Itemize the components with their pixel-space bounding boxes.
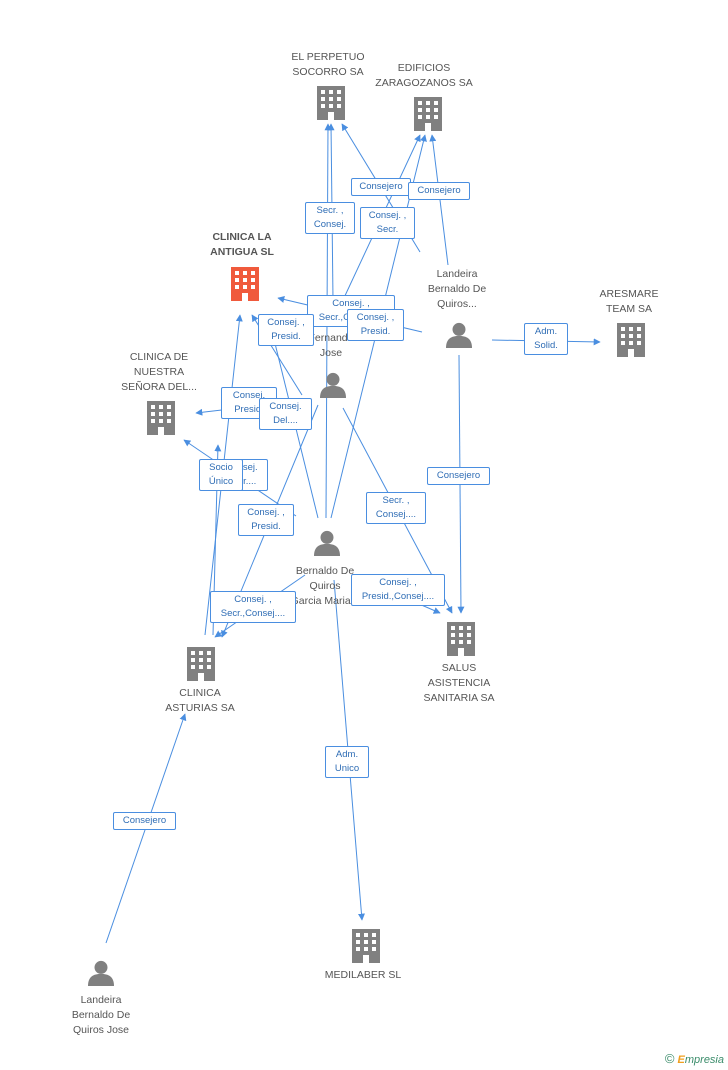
building-icon[interactable]	[187, 647, 215, 681]
edge-label[interactable]: Adm.Unico	[325, 746, 369, 778]
edge-label[interactable]: Secr. ,Consej.	[305, 202, 355, 234]
person-icon[interactable]	[314, 530, 340, 556]
building-icon[interactable]	[147, 401, 175, 435]
edge-label[interactable]: Consej. ,Presid.	[238, 504, 294, 536]
edge-label[interactable]: Consej. ,Presid.	[258, 314, 314, 346]
edge-label[interactable]: Consej. ,Secr.,Consej....	[210, 591, 296, 623]
building-icon[interactable]	[447, 622, 475, 656]
edge-label[interactable]: Consejero	[113, 812, 176, 830]
person-icon[interactable]	[88, 960, 114, 986]
building-icon[interactable]	[317, 86, 345, 120]
building-icon[interactable]	[352, 929, 380, 963]
edge-label[interactable]: Secr. ,Consej....	[366, 492, 426, 524]
brand-name: mpresia	[684, 1054, 724, 1066]
copyright-symbol: ©	[664, 1051, 675, 1066]
brand-initial: E	[677, 1054, 685, 1066]
edge-label[interactable]: Adm.Solid.	[524, 323, 568, 355]
edge-label[interactable]: Consej. ,Presid.	[347, 309, 404, 341]
edge-label[interactable]: Consej. ,Secr.	[360, 207, 415, 239]
node-label-medilaber[interactable]: MEDILABER SL	[324, 969, 402, 981]
edge-label[interactable]: Consej.Del....	[259, 398, 312, 430]
building-icon[interactable]	[414, 97, 442, 131]
edge-label[interactable]: Consejero	[351, 178, 411, 196]
person-icon[interactable]	[320, 372, 346, 398]
empresia-logo[interactable]: © Empresia	[665, 1051, 724, 1066]
building-icon[interactable]	[231, 267, 259, 301]
person-icon[interactable]	[446, 322, 472, 348]
edge-label[interactable]: Consej. ,Presid.,Consej....	[351, 574, 445, 606]
edge-landeira-edificios	[429, 134, 449, 266]
edge-label[interactable]: Consejero	[427, 467, 490, 485]
edge-label[interactable]: Consejero	[408, 182, 470, 200]
building-icon[interactable]	[617, 323, 645, 357]
